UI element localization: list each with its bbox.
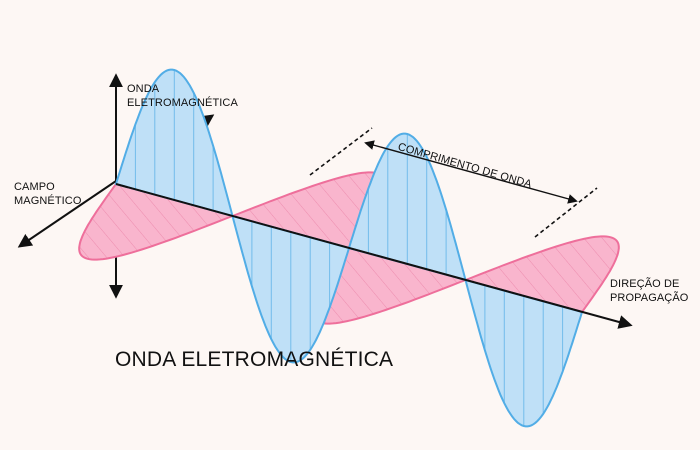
magnetic-field-label-line2: MAGNÉTICO — [14, 195, 82, 207]
magnetic-field-label: CAMPO MAGNÉTICO — [14, 180, 82, 208]
propagation-label-line1: DIREÇÃO DE — [610, 278, 680, 290]
wave-group — [78, 68, 620, 428]
propagation-label: DIREÇÃO DE PROPAGAÇÃO — [610, 277, 688, 305]
propagation-axis — [115, 183, 633, 329]
magnetic-field-label-line1: CAMPO — [14, 181, 55, 193]
electric-field-label: ONDA ELETROMAGNÉTICA — [127, 82, 238, 110]
diagram-title: ONDA ELETROMAGNÉTICA — [115, 348, 394, 371]
electric-field-label-line2: ELETROMAGNÉTICA — [127, 97, 238, 109]
magnetic-lobe-1-hatch — [79, 184, 233, 260]
wavelength-dashed-right — [534, 187, 598, 238]
magnetic-lobe-2-hatch — [232, 172, 386, 248]
electric-lobe-4-outline — [464, 278, 584, 428]
electric-lobe-1-outline — [114, 68, 234, 218]
electric-lobe-2-outline — [231, 214, 351, 364]
electric-field-label-line1: ONDA — [127, 83, 160, 95]
propagation-label-line2: PROPAGAÇÃO — [610, 292, 689, 304]
magnetic-lobe-4-hatch — [465, 236, 619, 312]
magnetic-lobe-3-hatch — [312, 248, 466, 324]
wavelength-arrow — [364, 140, 578, 204]
magnetic-lobe-4-outline — [462, 235, 620, 314]
magnetic-lobe-1-outline — [78, 182, 236, 261]
wavelength-dashed-left — [309, 127, 373, 176]
